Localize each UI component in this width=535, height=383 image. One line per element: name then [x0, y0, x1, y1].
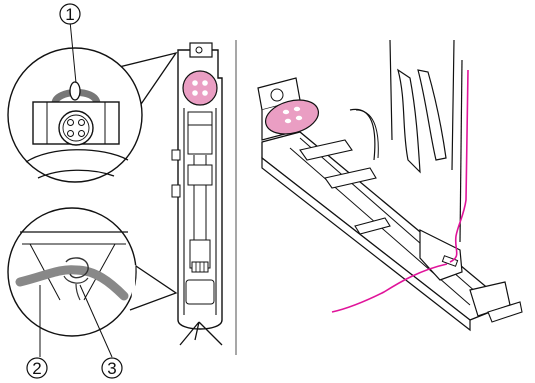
callout-3: 3: [102, 358, 122, 378]
detail-callout-bottom: [8, 208, 176, 357]
callout-3-label: 3: [107, 359, 116, 378]
callout-1: 1: [60, 4, 80, 24]
detail-callout-top: [8, 21, 176, 182]
button-icon: [183, 71, 217, 105]
callout-1-label: 1: [65, 5, 74, 24]
buttonhole-foot-perspective: [258, 40, 522, 330]
button-icon: [59, 111, 93, 145]
callout-2-label: 2: [32, 359, 41, 378]
callout-2: 2: [27, 358, 47, 378]
buttonhole-foot-top-view: [172, 43, 222, 345]
